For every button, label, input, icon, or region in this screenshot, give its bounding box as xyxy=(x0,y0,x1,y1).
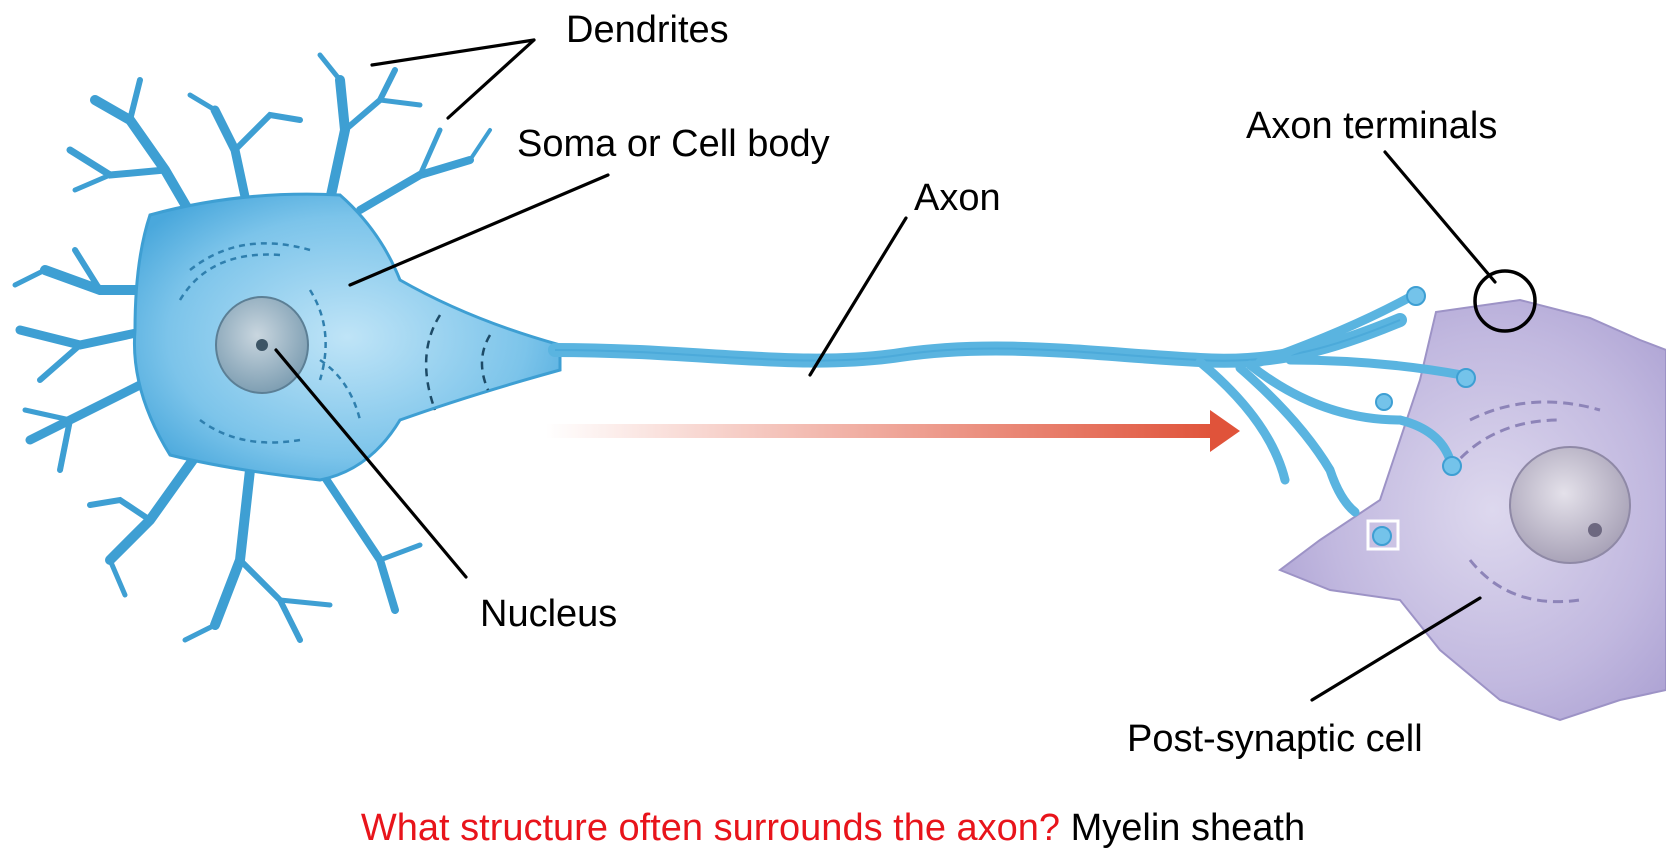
label-post-synaptic-cell: Post-synaptic cell xyxy=(1127,718,1423,760)
dendrites xyxy=(12,52,492,643)
label-nucleus: Nucleus xyxy=(480,593,617,635)
nucleus-leader xyxy=(274,348,468,579)
question-prompt: What structure often surrounds the axon? xyxy=(360,807,1061,849)
axon-terminals-leader xyxy=(1383,150,1497,284)
label-axon-terminals: Axon terminals xyxy=(1246,105,1497,147)
leader-lines xyxy=(274,38,1497,702)
label-soma: Soma or Cell body xyxy=(517,123,830,165)
soma-organelles xyxy=(178,242,362,444)
axon-leader xyxy=(808,216,908,377)
dendrites-leader xyxy=(370,38,536,120)
axon-terminals xyxy=(1195,291,1467,517)
post-synaptic-cell xyxy=(1277,298,1666,722)
label-axon: Axon xyxy=(914,177,1001,219)
synaptic-boutons xyxy=(1372,286,1476,546)
label-dendrites: Dendrites xyxy=(566,9,729,51)
axon-hillock xyxy=(424,314,492,411)
question-line: What structure often surrounds the axon?… xyxy=(0,806,1666,850)
terminal-highlight-circle xyxy=(1473,269,1537,333)
nucleus xyxy=(215,296,309,394)
synapse-highlight-box xyxy=(1366,519,1400,551)
post-synaptic-leader xyxy=(1310,596,1482,702)
soma-leader xyxy=(348,173,610,287)
question-answer: Myelin sheath xyxy=(1070,807,1306,849)
soma xyxy=(132,192,562,482)
signal-direction-arrow xyxy=(545,410,1240,452)
